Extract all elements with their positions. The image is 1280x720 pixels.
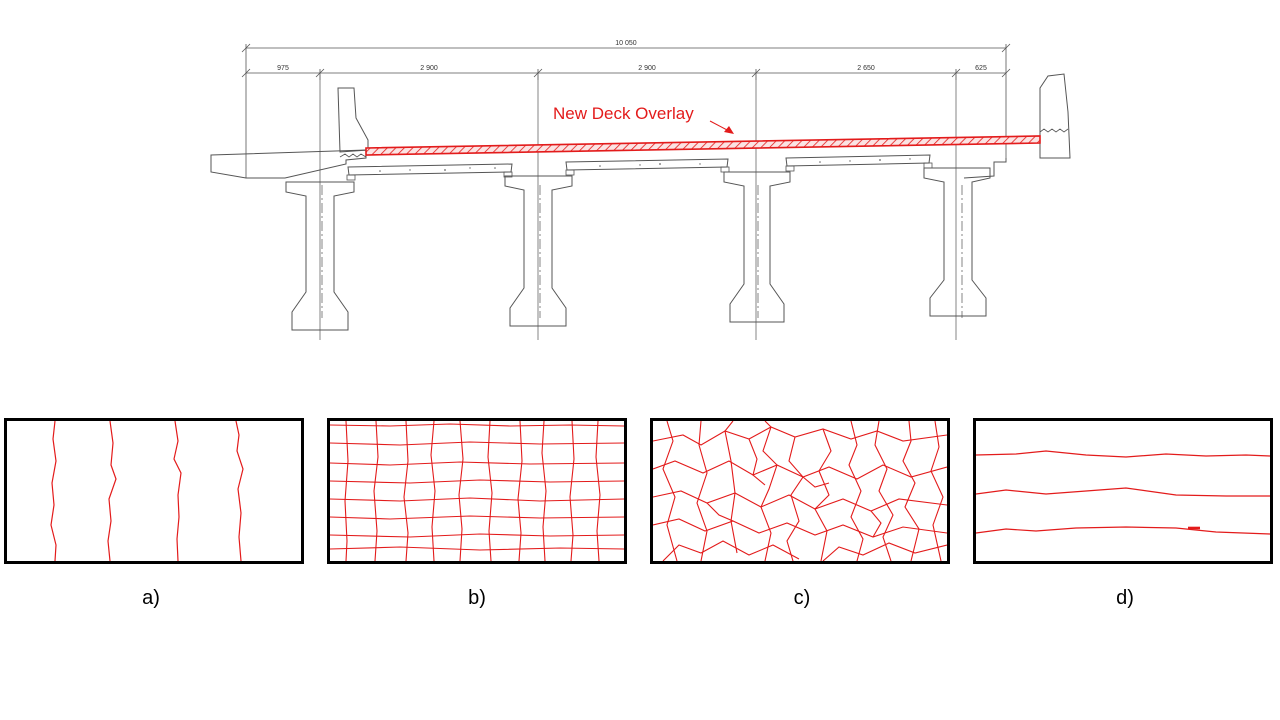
dimension-segment: 2 900 bbox=[638, 65, 656, 72]
crack-pattern-longitudinal bbox=[976, 450, 1270, 535]
dimension-segment: 975 bbox=[277, 65, 289, 72]
crack-pattern-transverse bbox=[50, 421, 244, 561]
overlay-arrow-line bbox=[709, 120, 730, 132]
panel-c-map-cracks bbox=[650, 418, 950, 564]
crack-pattern-map bbox=[653, 421, 947, 561]
dimension-segment: 625 bbox=[975, 65, 987, 72]
overlay-label: New Deck Overlay bbox=[553, 104, 694, 123]
panel-a-transverse-cracks bbox=[4, 418, 304, 564]
new-deck-overlay bbox=[365, 135, 1041, 156]
piers bbox=[285, 167, 991, 331]
caption-c: c) bbox=[793, 587, 811, 609]
panel-b-block-cracks bbox=[327, 418, 627, 564]
crack-pattern-block bbox=[330, 421, 624, 561]
left-joint bbox=[339, 153, 367, 158]
dimension-overall: 10 050 bbox=[615, 40, 637, 47]
right-barrier bbox=[1039, 73, 1071, 159]
dimension-lines bbox=[241, 43, 1011, 178]
dimension-segment: 2 650 bbox=[857, 65, 875, 72]
slab-aggregate bbox=[379, 158, 911, 172]
left-barrier bbox=[337, 87, 369, 153]
bridge-cross-section: 10 050 975 2 900 2 900 2 650 625 bbox=[210, 40, 1071, 340]
dimension-segment: 2 900 bbox=[420, 65, 438, 72]
right-joint bbox=[1039, 128, 1069, 133]
panel-d-longitudinal-cracks bbox=[973, 418, 1273, 564]
dimension-labels: 10 050 975 2 900 2 900 2 650 625 bbox=[277, 40, 987, 72]
right-deck-end bbox=[963, 158, 1007, 179]
caption-a: a) bbox=[142, 587, 160, 609]
pier-axis-dashes bbox=[321, 185, 963, 318]
pier-centerlines bbox=[319, 75, 957, 340]
caption-d: d) bbox=[1116, 587, 1134, 609]
left-cantilever-deck bbox=[210, 149, 367, 179]
caption-b: b) bbox=[468, 587, 486, 609]
overlay-arrow-head bbox=[724, 126, 734, 134]
deck-slabs bbox=[347, 154, 931, 176]
